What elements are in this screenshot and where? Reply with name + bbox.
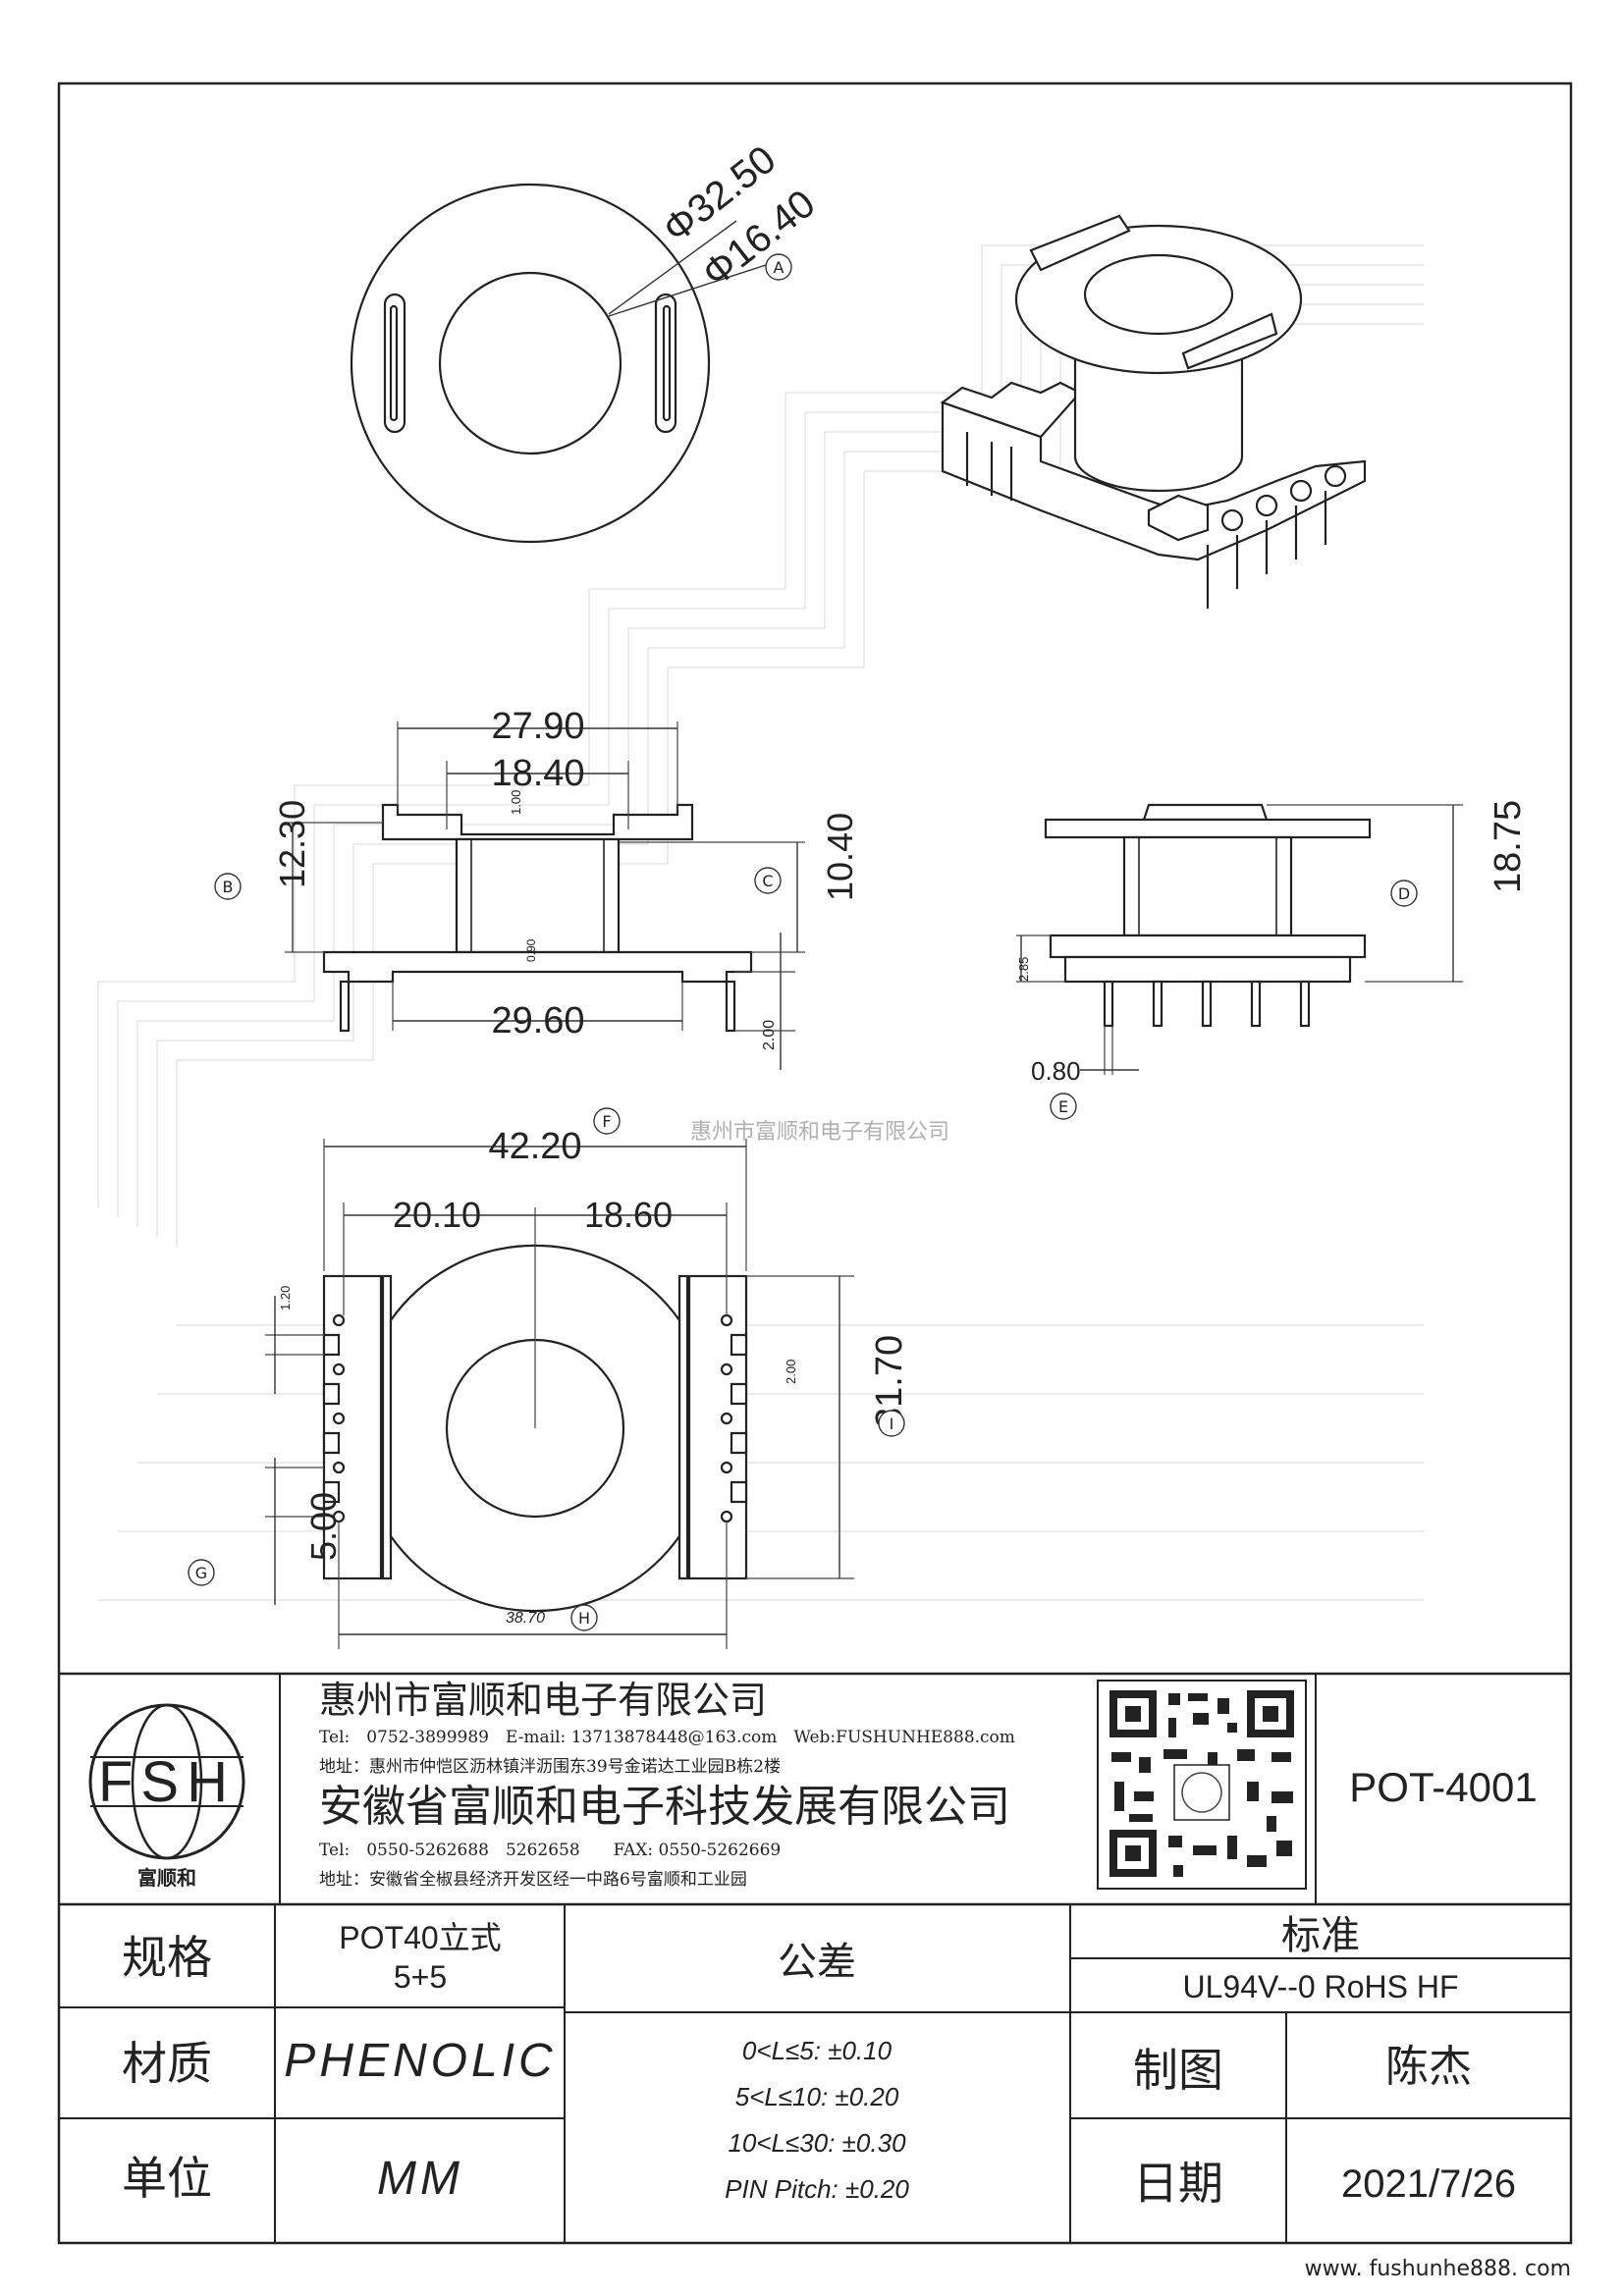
- spec-value-2: 5+5: [394, 1959, 447, 1995]
- dim-2-00-slot: 2.00: [784, 1360, 798, 1384]
- material-label: 材质: [122, 2037, 212, 2090]
- callout-a: A: [774, 258, 784, 277]
- background-guide-lines: [97, 244, 1424, 1601]
- dim-1-20: 1.20: [278, 1286, 293, 1310]
- logo-letters: FSH: [98, 1750, 236, 1814]
- address-line-1: 地址：惠州市仲恺区沥林镇泮沥围东39号金诺达工业园B栋2楼: [319, 1757, 781, 1777]
- dim-1-00: 1.00: [509, 790, 523, 815]
- callout-bubble-a: [765, 253, 792, 281]
- callout-bubble-i: [878, 1410, 905, 1437]
- company-name-1: 惠州市富顺和电子有限公司: [319, 1679, 767, 1722]
- callout-f: F: [602, 1112, 611, 1131]
- dim-2-00: 2.00: [761, 1020, 778, 1050]
- material-value: PHENOLIC: [284, 2035, 556, 2087]
- bottom-view: 42.20 F 20.10 18.60 1.20 2.00 31.70 I 5.…: [188, 1107, 910, 1649]
- callout-g: G: [195, 1564, 207, 1582]
- unit-value: MM: [377, 2153, 463, 2205]
- dim-0-90: 0.90: [524, 938, 538, 962]
- callout-h: H: [578, 1609, 590, 1628]
- dim-12-30: 12.30: [272, 800, 312, 888]
- callout-c: C: [762, 872, 773, 890]
- callout-bubble-f: [593, 1107, 621, 1135]
- dim-18-60: 18.60: [584, 1195, 673, 1235]
- dim-29-60: 29.60: [491, 1000, 584, 1041]
- callout-b: B: [223, 878, 234, 896]
- dim-5-00: 5.00: [303, 1492, 344, 1561]
- callout-i: I: [890, 1415, 894, 1433]
- drawn-label: 制图: [1133, 2044, 1223, 2097]
- side-view: 18.75 D 2.85 0.80 E: [1016, 800, 1529, 1120]
- qr-code: [1097, 1680, 1307, 1890]
- tolerance-label: 公差: [778, 1940, 856, 1985]
- contact-line-2: Tel: 0550-5262688 5262658 FAX: 0550-5262…: [319, 1841, 781, 1860]
- spec-label: 规格: [122, 1931, 212, 1984]
- callout-e: E: [1058, 1097, 1068, 1116]
- callout-d: D: [1398, 884, 1410, 903]
- dim-0-80: 0.80: [1031, 1056, 1081, 1086]
- part-number: POT-4001: [1349, 1764, 1537, 1810]
- standard-value: UL94V--0 RoHS HF: [1183, 1969, 1459, 2004]
- dim-18-40: 18.40: [491, 753, 584, 794]
- tolerance-4: PIN Pitch: ±0.20: [725, 2174, 909, 2204]
- callout-bubble-e: [1050, 1093, 1077, 1120]
- title-block: FSH 富顺和 惠州市富顺和电子有限公司 Tel: 0752-3899989 E…: [59, 1672, 1571, 2243]
- spec-value-1: POT40立式: [339, 1920, 501, 1955]
- tolerance-1: 0<L≤5: ±0.10: [742, 2036, 893, 2065]
- logo-caption: 富顺和: [137, 1866, 196, 1890]
- top-view: Φ32.50 Φ16.40 A: [350, 137, 823, 544]
- drawn-value: 陈杰: [1385, 2042, 1472, 2092]
- date-label: 日期: [1133, 2157, 1223, 2210]
- company-name-2: 安徽省富顺和电子科技发展有限公司: [319, 1782, 1010, 1832]
- watermark-company: 惠州市富顺和电子有限公司: [690, 1120, 949, 1145]
- tolerance-2: 5<L≤10: ±0.20: [735, 2082, 899, 2111]
- callout-bubble-g: [188, 1559, 215, 1586]
- website-footer: www. fushunhe888. com: [1305, 2257, 1571, 2281]
- contact-line-1: Tel: 0752-3899989 E-mail: 13713878448@16…: [319, 1728, 1015, 1747]
- address-line-2: 地址：安徽省全椒县经济开发区经一中路6号富顺和工业园: [319, 1870, 747, 1890]
- date-value: 2021/7/26: [1341, 2163, 1516, 2206]
- standard-label: 标准: [1281, 1913, 1360, 1958]
- isometric-view: [940, 214, 1367, 609]
- callout-bubble-c: [754, 867, 782, 894]
- dim-27-90: 27.90: [491, 706, 584, 747]
- fsh-logo: FSH 富顺和: [88, 1703, 245, 1890]
- callout-bubble-b: [214, 873, 242, 900]
- dim-10-40: 10.40: [820, 813, 860, 901]
- callout-bubble-h: [570, 1604, 598, 1631]
- front-view: 27.90 18.40 1.00 12.30 10.40 0.90 29.60 …: [214, 706, 860, 1070]
- callout-bubble-d: [1390, 880, 1418, 907]
- sheet-border: [57, 81, 1573, 2245]
- tolerance-3: 10<L≤30: ±0.30: [728, 2128, 906, 2158]
- dim-38-70: 38.70: [506, 1610, 545, 1627]
- dim-42-20: 42.20: [488, 1126, 581, 1167]
- dim-18-75: 18.75: [1488, 800, 1529, 893]
- unit-label: 单位: [122, 2152, 212, 2205]
- dim-2-85: 2.85: [1016, 957, 1031, 982]
- dim-20-10: 20.10: [393, 1195, 481, 1235]
